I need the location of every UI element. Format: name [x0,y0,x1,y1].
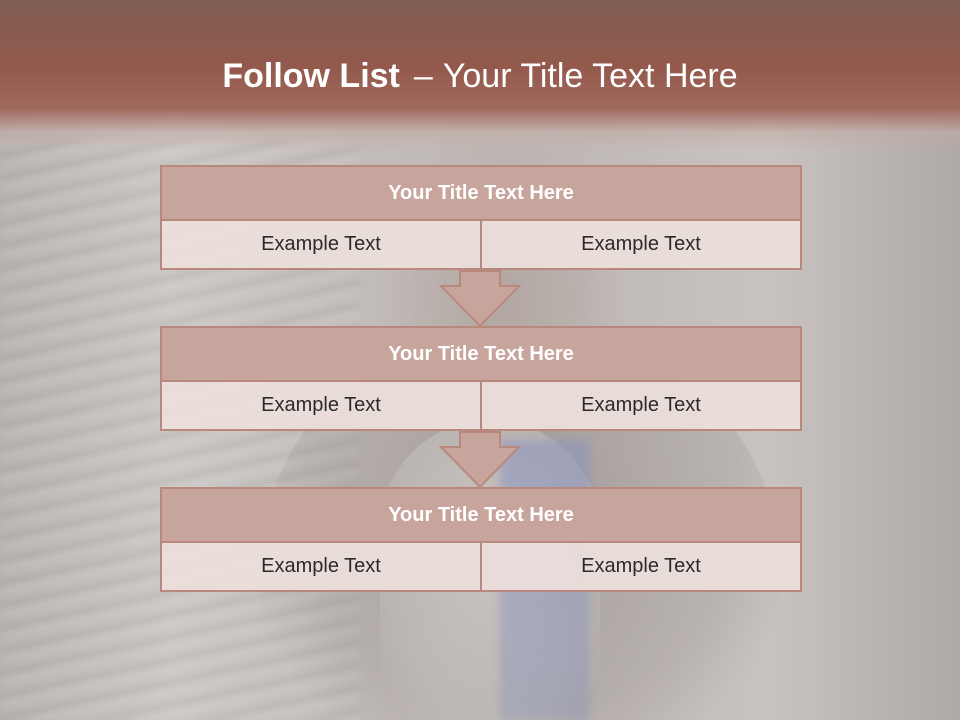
title-bold-part: Follow List [222,57,400,95]
down-arrow-icon [439,431,521,489]
title-band [0,0,960,150]
block-title: Your Title Text Here [160,487,802,543]
block-cell-left: Example Text [160,543,482,592]
block-title: Your Title Text Here [160,326,802,382]
title-separator: – [413,57,433,95]
block-cell-left: Example Text [160,221,482,270]
block-title: Your Title Text Here [160,165,802,221]
down-arrow-icon [439,270,521,328]
block-row: Example Text Example Text [160,382,802,431]
list-block-3: Your Title Text Here Example Text Exampl… [160,487,802,592]
block-cell-right: Example Text [482,221,802,270]
block-row: Example Text Example Text [160,543,802,592]
title-text-part: Your Title Text Here [442,57,738,95]
block-cell-right: Example Text [482,382,802,431]
list-block-1: Your Title Text Here Example Text Exampl… [160,165,802,270]
list-block-2: Your Title Text Here Example Text Exampl… [160,326,802,431]
block-cell-right: Example Text [482,543,802,592]
slide-title: Follow List–Your Title Text Here [0,52,960,100]
block-cell-left: Example Text [160,382,482,431]
block-row: Example Text Example Text [160,221,802,270]
